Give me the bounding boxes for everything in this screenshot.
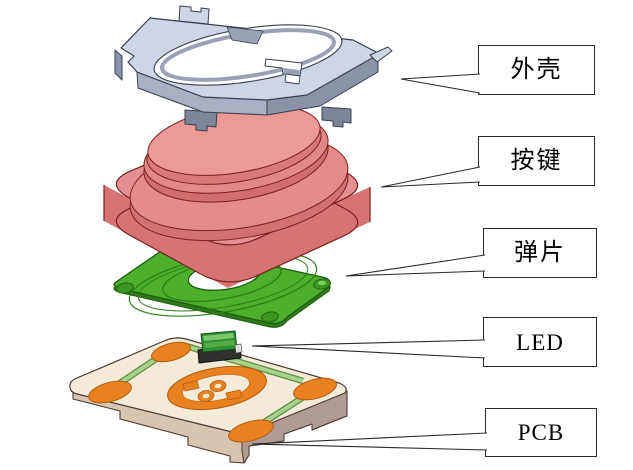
callout-box-led: LED <box>483 317 597 367</box>
label-pcb: PCB <box>517 420 565 445</box>
pcb-contact-ring <box>167 365 267 411</box>
housing-right-tab <box>369 46 393 63</box>
button-part <box>103 104 371 288</box>
label-led: LED <box>516 329 564 355</box>
label-housing: 外壳 <box>510 57 563 83</box>
led-part <box>197 330 243 364</box>
callout-box-pcb: PCB <box>485 408 597 457</box>
label-button: 按键 <box>510 148 563 174</box>
housing-front-tab-right <box>321 106 352 128</box>
callout-box-housing: 外壳 <box>478 45 595 95</box>
pcb-part <box>69 337 348 464</box>
callout-box-spring-plate: 弹片 <box>483 228 597 278</box>
housing-front-tab-left <box>184 109 218 132</box>
label-spring-plate: 弹片 <box>514 240 566 266</box>
housing-top-tab <box>178 5 210 25</box>
housing-part <box>114 5 393 132</box>
callout-box-button: 按键 <box>478 136 595 186</box>
